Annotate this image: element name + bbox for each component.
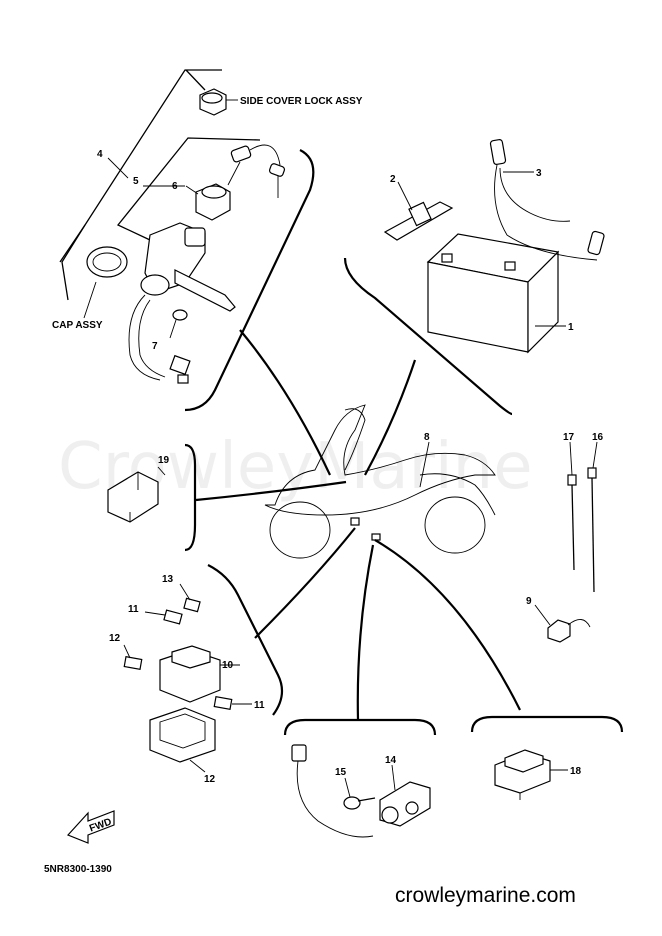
screw-part [169, 309, 188, 339]
callout-1: 1 [568, 322, 574, 333]
callout-2: 2 [390, 174, 396, 185]
clamp-part [534, 604, 591, 643]
group-frame-switch [184, 149, 315, 412]
cable-ties-part [567, 441, 598, 593]
callout-4: 4 [97, 149, 103, 160]
group-frame-16 [283, 718, 437, 736]
callout-14: 16 [592, 432, 604, 443]
footer-url[interactable]: crowleymarine.com [395, 884, 576, 907]
starter-relay-part [159, 645, 240, 703]
control-unit-18-part [494, 749, 568, 800]
scooter-outline [264, 404, 496, 559]
leader-8 [419, 441, 430, 488]
side-cover-lock-label: SIDE COVER LOCK ASSY [240, 96, 363, 107]
callout-19: 19 [158, 455, 170, 466]
callout-12-left: 12 [109, 633, 121, 644]
cap-assy-label: CAP ASSY [52, 320, 103, 331]
neutral-switch-part [291, 744, 431, 838]
connector-lines [195, 329, 521, 721]
fwd-arrow-icon [66, 810, 115, 844]
callout-7: 7 [152, 341, 158, 352]
callout-11-top: 11 [128, 604, 139, 615]
battery-lead-part [489, 139, 605, 261]
group-frame-fuse [207, 564, 284, 716]
callout-8: 8 [424, 432, 430, 443]
diagram-code: 5NR8300-1390 [44, 864, 112, 875]
callout-5: 5 [133, 176, 139, 187]
callout-15: 17 [563, 432, 575, 443]
callout-17: 15 [335, 767, 347, 778]
side-cover-lock-part [199, 88, 238, 116]
callout-18: 18 [570, 766, 582, 777]
cap-assy-part [83, 246, 128, 319]
fuse-parts [123, 583, 252, 711]
callout-10: 10 [222, 660, 234, 671]
main-switch-part [128, 222, 236, 384]
callout-13: 12 [204, 774, 216, 785]
bolt-17-part [343, 777, 376, 810]
callout-11-right: 11 [254, 700, 265, 711]
callout-12-top: 13 [162, 574, 174, 585]
battery-part [426, 233, 566, 354]
group-frame-battery [343, 257, 513, 416]
key-set-part [227, 144, 286, 198]
lock-cylinder-part [185, 183, 231, 221]
relay-19-part [107, 466, 166, 523]
callout-9: 9 [526, 596, 532, 607]
battery-band-part [383, 181, 454, 241]
bracket-group-4 [59, 69, 261, 301]
relay-cover-part [149, 707, 216, 773]
group-frame-18 [470, 715, 624, 733]
callout-6: 6 [172, 181, 178, 192]
group-frame-19 [184, 443, 197, 552]
callout-3: 3 [536, 168, 542, 179]
callout-16: 14 [385, 755, 397, 766]
